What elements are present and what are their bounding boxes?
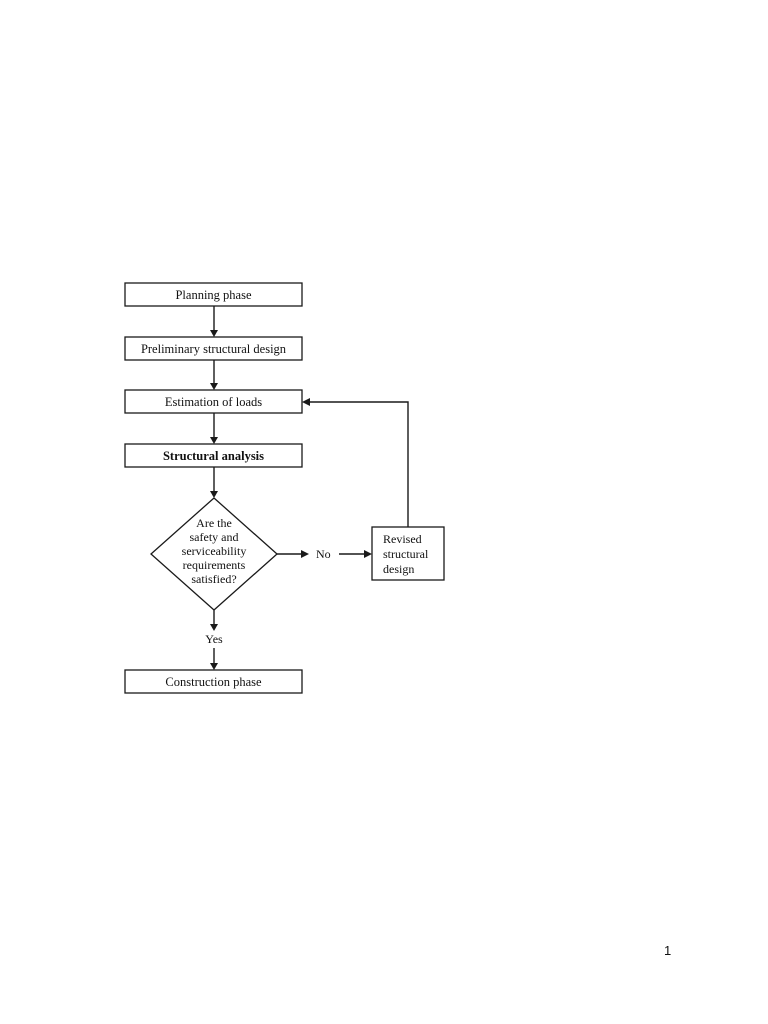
node-estimation-of-loads-label: Estimation of loads bbox=[165, 395, 262, 409]
edge-analysis-to-decision bbox=[210, 467, 218, 498]
node-revised-structural-design: Revised structural design bbox=[371, 526, 445, 581]
node-estimation-of-loads: Estimation of loads bbox=[124, 389, 303, 414]
node-construction-phase-label: Construction phase bbox=[165, 675, 262, 689]
page-number: 1 bbox=[664, 943, 672, 958]
edge-planning-to-preliminary bbox=[210, 306, 218, 337]
node-preliminary-structural-design-label: Preliminary structural design bbox=[141, 342, 287, 356]
decision-line-2: safety and bbox=[190, 530, 239, 544]
node-construction-phase: Construction phase bbox=[124, 669, 303, 694]
node-structural-analysis-label: Structural analysis bbox=[163, 449, 264, 463]
edge-decision-to-no bbox=[277, 550, 309, 558]
revised-line-2: structural bbox=[383, 547, 429, 561]
edge-no-to-revised bbox=[339, 550, 372, 558]
edge-label-no: No bbox=[316, 547, 331, 561]
revised-line-1: Revised bbox=[383, 532, 422, 546]
edge-loads-to-analysis bbox=[210, 413, 218, 444]
decision-line-5: satisfied? bbox=[191, 572, 236, 586]
node-preliminary-structural-design: Preliminary structural design bbox=[124, 336, 303, 361]
node-decision-diamond: Are the safety and serviceability requir… bbox=[150, 497, 278, 611]
node-planning-phase-label: Planning phase bbox=[175, 288, 251, 302]
edge-yes-to-construction bbox=[210, 648, 218, 670]
edge-revised-to-loads bbox=[302, 398, 409, 527]
decision-line-1: Are the bbox=[196, 516, 232, 530]
edge-label-yes: Yes bbox=[205, 632, 223, 646]
decision-line-4: requirements bbox=[183, 558, 246, 572]
edge-decision-to-yes bbox=[210, 610, 218, 631]
revised-line-3: design bbox=[383, 562, 414, 576]
node-structural-analysis: Structural analysis bbox=[124, 443, 303, 468]
edge-preliminary-to-loads bbox=[210, 360, 218, 390]
decision-line-3: serviceability bbox=[182, 544, 247, 558]
node-planning-phase: Planning phase bbox=[124, 282, 303, 307]
